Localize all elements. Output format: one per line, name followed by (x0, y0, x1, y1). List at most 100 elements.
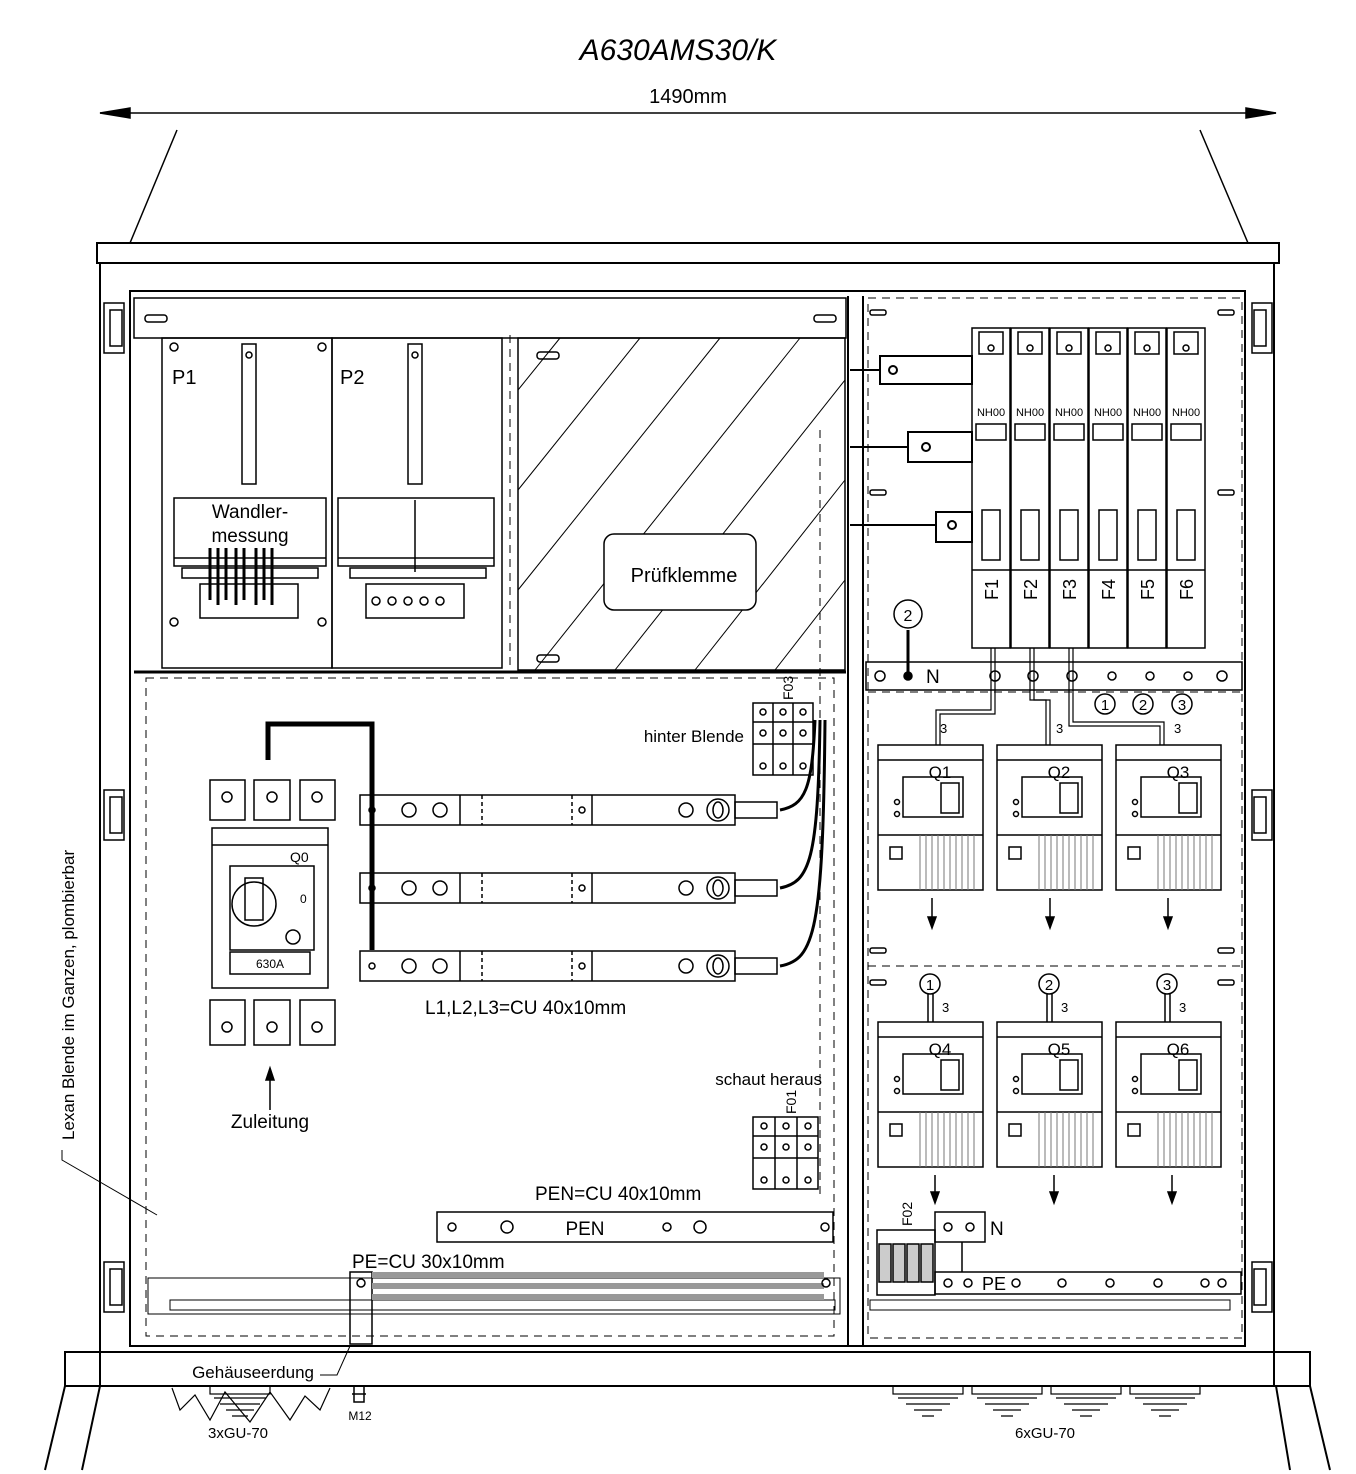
breaker-q4[interactable] (877, 1021, 984, 1168)
cable-glands-right (892, 1385, 1201, 1417)
fuse-block-f01 (752, 1116, 819, 1190)
pruefklemme-label: Prüfklemme (631, 565, 738, 587)
breaker-q2[interactable] (996, 744, 1103, 891)
breaker-q3[interactable] (1115, 744, 1222, 891)
main-cable (265, 721, 375, 950)
cable-count-label: 3 (1179, 1000, 1186, 1015)
fuse-label-f1: F1 (982, 579, 1002, 600)
width-dimension-label: 1490mm (649, 86, 727, 108)
fuse-label-f2: F2 (1021, 579, 1041, 600)
cable-count-label: 3 (940, 721, 947, 736)
pe-busbar (147, 1271, 841, 1345)
fuse-type-label: NH00 (1133, 407, 1161, 419)
nh-fuse-strips (971, 327, 1206, 649)
feed-arrow (264, 1065, 276, 1110)
fuse-label-f3: F3 (1060, 579, 1080, 600)
breaker-label-q6: Q6 (1167, 1040, 1190, 1059)
gland-right-label: 6xGU-70 (1015, 1425, 1075, 1442)
outgoing-arrows-top (926, 898, 1174, 931)
earth-bolt-m12 (352, 1385, 366, 1403)
marker-label: 2 (1139, 697, 1147, 714)
bottom-row-markers (919, 973, 1178, 1022)
lexan-leader-line (61, 1150, 158, 1216)
incoming-connectors (850, 355, 973, 543)
fuse-label-f5: F5 (1138, 579, 1158, 600)
right-pe-bar (869, 1271, 1242, 1311)
cable-count-label: 3 (1174, 721, 1181, 736)
outgoing-arrows-bottom (929, 1175, 1178, 1206)
busbar-spec-label: L1,L2,L3=CU 40x10mm (425, 998, 626, 1019)
marker-label: 1 (926, 977, 934, 994)
meter-p2-label: P2 (340, 367, 364, 389)
breaker-label-q2: Q2 (1048, 763, 1071, 782)
right-pe-label: PE (982, 1274, 1006, 1294)
top-mounting-rail (133, 297, 847, 339)
marker-2-label: 2 (904, 608, 913, 625)
right-n-bar (934, 1211, 986, 1272)
pen-bar-label: PEN (565, 1219, 604, 1240)
cable-count-label: 3 (1056, 721, 1063, 736)
lexan-outline (145, 297, 1243, 1339)
fuse-block-f03 (752, 702, 814, 776)
fuse-label-f6: F6 (1177, 579, 1197, 600)
breaker-q6[interactable] (1115, 1021, 1222, 1168)
breakers-top-row (877, 744, 1222, 891)
cable-glands-left (171, 1385, 331, 1424)
hinter-blende-label: hinter Blende (644, 727, 744, 746)
fuse-label-f4: F4 (1099, 579, 1119, 600)
wandler-label-2: messung (211, 526, 288, 547)
fuse-type-label: NH00 (1055, 407, 1083, 419)
f01-label: F01 (783, 1090, 799, 1114)
breakers-bottom-row (877, 1021, 1222, 1168)
breaker-label-q3: Q3 (1167, 763, 1190, 782)
breaker-label-q5: Q5 (1048, 1040, 1071, 1059)
gehaeuseerdung-label: Gehäuseerdung (192, 1363, 314, 1382)
pen-busbar (436, 1211, 834, 1243)
cable-count-label: 3 (1061, 1000, 1068, 1015)
wandler-label-1: Wandler- (212, 502, 288, 523)
meter-p1-label: P1 (172, 367, 196, 389)
marker-label: 3 (1178, 697, 1186, 714)
meter-field-p2: P2 (331, 337, 503, 669)
gland-left-label: 3xGU-70 (208, 1425, 268, 1442)
pe-spec-label: PE=CU 30x10mm (352, 1252, 505, 1273)
breaker-q5[interactable] (996, 1021, 1103, 1168)
cable-count-label: 3 (942, 1000, 949, 1015)
breaker-feed-cables (935, 648, 1165, 745)
fuse-type-label: NH00 (1094, 407, 1122, 419)
surge-arrester-f02 (876, 1229, 936, 1296)
main-switch-position: 0 (300, 892, 307, 906)
breaker-label-q1: Q1 (929, 763, 952, 782)
n-bar-markers (1094, 693, 1193, 715)
nh-fuse-type-labels: NH00 NH00 NH00 NH00 NH00 NH00 (977, 407, 1200, 419)
main-switch-rating: 630A (256, 957, 284, 971)
marker-label: 3 (1163, 977, 1171, 994)
cabinet-housing (44, 242, 1331, 1471)
fuse-type-label: NH00 (977, 407, 1005, 419)
right-n-label: N (990, 1219, 1004, 1240)
n-bar-label: N (926, 667, 940, 688)
main-switch-q0[interactable]: Q0 0 630A (209, 779, 336, 1046)
main-switch-label: Q0 (290, 849, 309, 865)
earth-leader-line (320, 1345, 351, 1376)
schaut-heraus-label: schaut heraus (715, 1070, 822, 1089)
breaker-q1[interactable] (877, 744, 984, 891)
n-busbar (865, 599, 1243, 691)
drawing-title: A630AMS30/K (578, 34, 779, 67)
pruefklemme-field: Prüfklemme (517, 337, 846, 671)
f02-label: F02 (899, 1202, 915, 1226)
door-hinges (103, 302, 1273, 1313)
marker-label: 1 (1101, 697, 1109, 714)
busbars-l1-l3 (359, 719, 827, 982)
f03-label: F03 (780, 676, 796, 700)
lexan-note: Lexan Blende im Ganzen, plombierbar (59, 850, 78, 1140)
meter-field-p1: P1 Wandler- messung (161, 337, 333, 669)
marker-label: 2 (1045, 977, 1053, 994)
rail-slots (869, 309, 1235, 986)
fuse-type-label: NH00 (1016, 407, 1044, 419)
fuse-type-label: NH00 (1172, 407, 1200, 419)
zuleitung-label: Zuleitung (231, 1112, 309, 1133)
bolt-label: M12 (348, 1409, 372, 1423)
width-dimension-line (99, 107, 1277, 244)
